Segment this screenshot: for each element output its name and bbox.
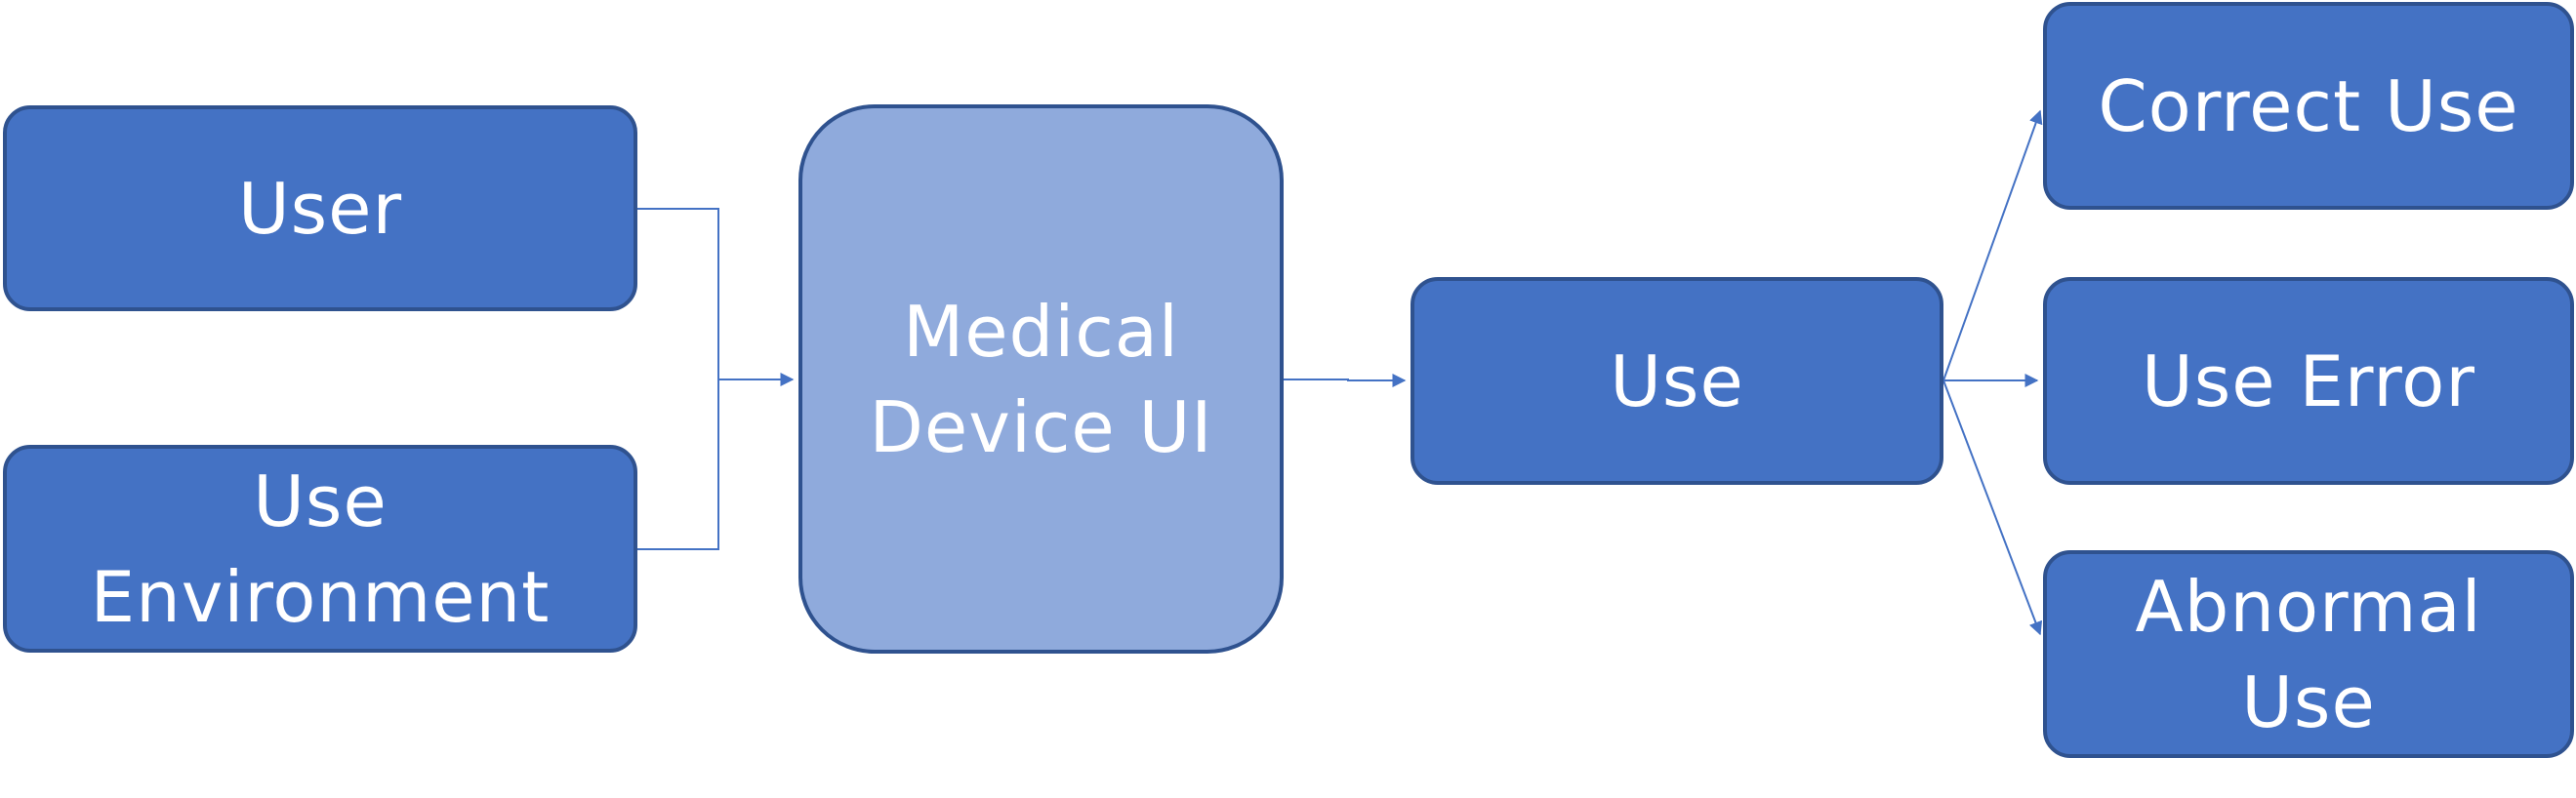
node-use-environment: Use Environment <box>3 445 637 653</box>
connector-user-to-device-ui <box>637 208 795 386</box>
node-user-label: User <box>237 167 403 250</box>
node-use-environment-label: Use Environment <box>90 459 551 638</box>
node-medical-device-ui-label: Medical Device UI <box>869 290 1213 468</box>
node-correct-use: Correct Use <box>2043 2 2574 210</box>
connector-use-to-abnormal-use <box>1942 379 2043 636</box>
node-correct-use-label: Correct Use <box>2098 64 2519 147</box>
connector-device-ui-to-use <box>1284 374 1407 387</box>
node-use: Use <box>1411 277 1943 485</box>
connector-use-to-correct-use <box>1942 109 2043 381</box>
connector-environment-to-device-ui <box>637 379 719 550</box>
node-medical-device-ui: Medical Device UI <box>798 104 1284 654</box>
node-user: User <box>3 105 637 311</box>
node-abnormal-use: Abnormal Use <box>2043 550 2574 758</box>
node-use-label: Use <box>1610 339 1744 422</box>
node-use-error: Use Error <box>2043 277 2574 485</box>
node-abnormal-use-label: Abnormal Use <box>2135 565 2482 743</box>
node-use-error-label: Use Error <box>2142 339 2475 422</box>
